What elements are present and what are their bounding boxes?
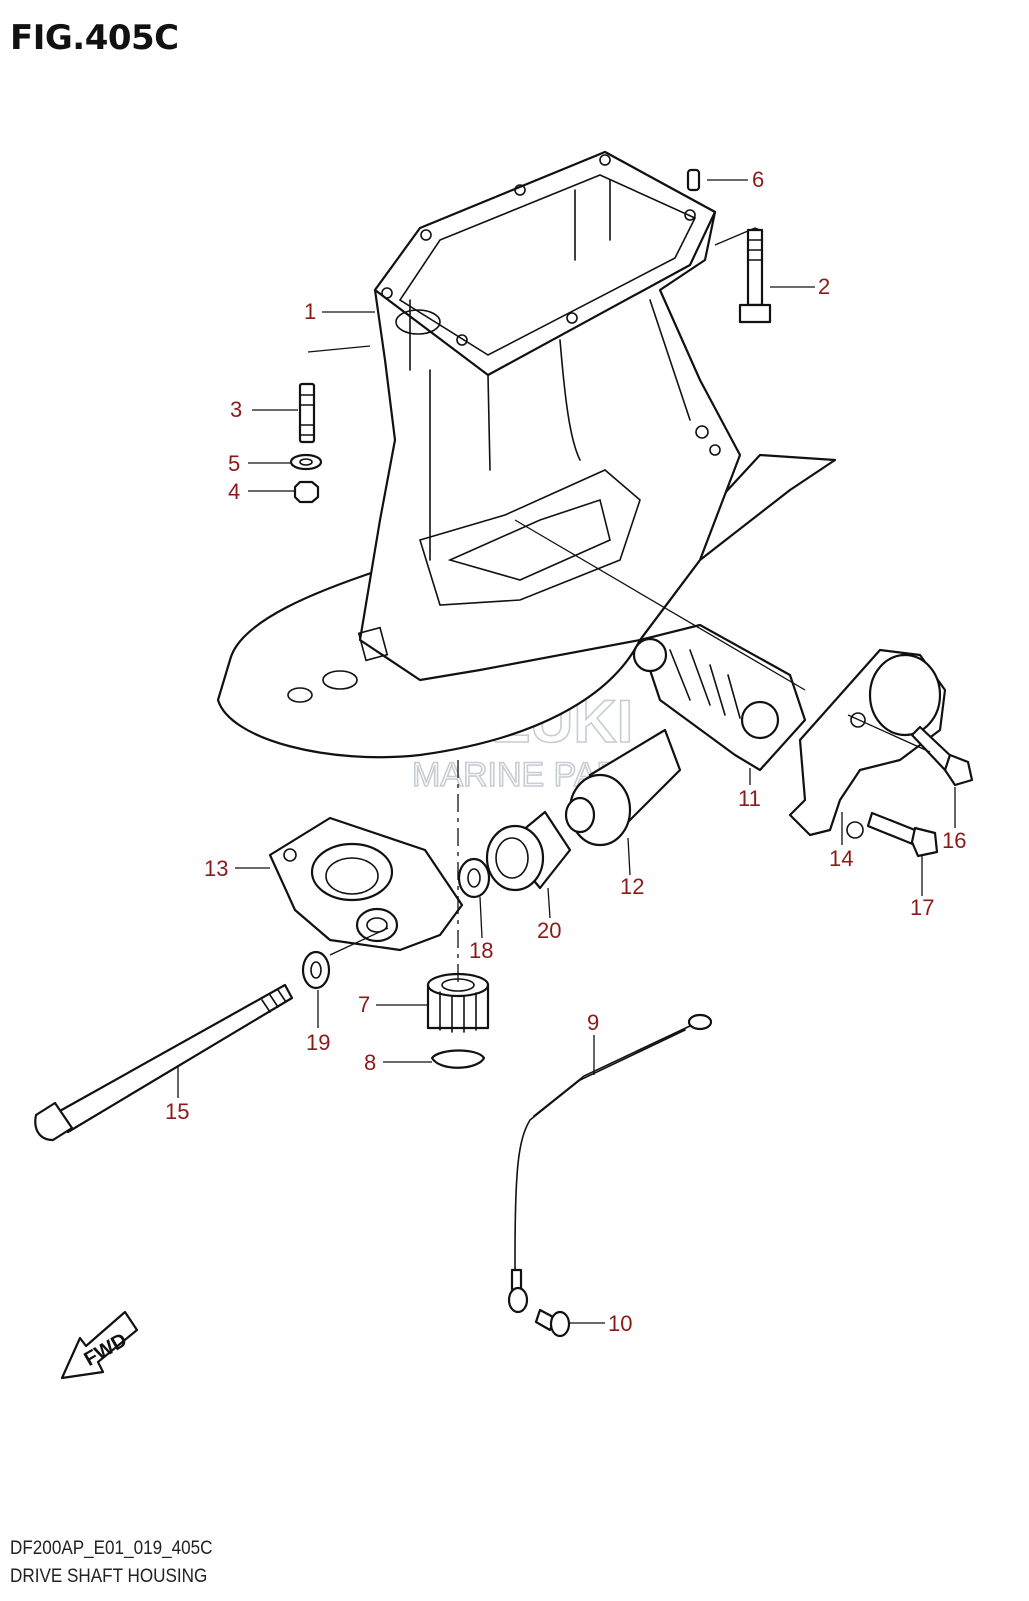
washer-18[interactable] (457, 857, 491, 899)
figure-name: DRIVE SHAFT HOUSING (10, 1566, 208, 1587)
callout-3: 3 (230, 397, 242, 422)
callout-19: 19 (306, 1030, 330, 1055)
callout-5: 5 (228, 451, 240, 476)
callout-18: 18 (469, 938, 493, 963)
clip[interactable] (430, 1049, 486, 1069)
callouts: 1 2 3 4 5 6 7 8 9 10 11 12 13 14 15 16 1… (165, 167, 966, 1336)
mount-rubber[interactable] (632, 623, 807, 772)
bolt-17[interactable] (866, 811, 939, 858)
callout-12: 12 (620, 874, 644, 899)
callout-17: 17 (910, 895, 934, 920)
nut-4[interactable] (293, 480, 320, 504)
washer-5[interactable] (289, 453, 323, 471)
callout-14: 14 (829, 846, 853, 871)
mount-cylinder[interactable] (564, 728, 682, 847)
bolt-2[interactable] (738, 228, 772, 324)
long-bolt[interactable] (34, 983, 294, 1142)
ground-wire[interactable] (507, 1013, 713, 1314)
callout-10: 10 (608, 1311, 632, 1336)
stud-bolt[interactable] (298, 382, 316, 444)
callout-9: 9 (587, 1010, 599, 1035)
figure-title: FIG.405C (10, 18, 179, 58)
mount-bracket[interactable] (788, 648, 947, 839)
mount-nut[interactable] (426, 972, 490, 1033)
callout-13: 13 (204, 856, 228, 881)
fwd-arrow: FWD (60, 1310, 139, 1380)
callout-16: 16 (942, 828, 966, 853)
callout-6: 6 (752, 167, 764, 192)
washer-19[interactable] (301, 950, 331, 990)
callout-20: 20 (537, 918, 561, 943)
drive-shaft-housing[interactable] (216, 150, 837, 759)
callout-1: 1 (304, 299, 316, 324)
callout-15: 15 (165, 1099, 189, 1124)
figure-code: DF200AP_E01_019_405C (10, 1538, 213, 1559)
leader-lines (177, 179, 956, 1324)
reference-lines (307, 227, 931, 985)
dowel-pin[interactable] (686, 168, 701, 192)
callout-8: 8 (364, 1050, 376, 1075)
bushing[interactable] (485, 810, 572, 892)
callout-11: 11 (738, 786, 761, 811)
callout-2: 2 (818, 274, 830, 299)
callout-7: 7 (358, 992, 370, 1017)
lower-mount-housing[interactable] (268, 816, 464, 952)
callout-4: 4 (228, 479, 240, 504)
screw-10[interactable] (534, 1308, 571, 1338)
bolt-16[interactable] (910, 725, 974, 787)
